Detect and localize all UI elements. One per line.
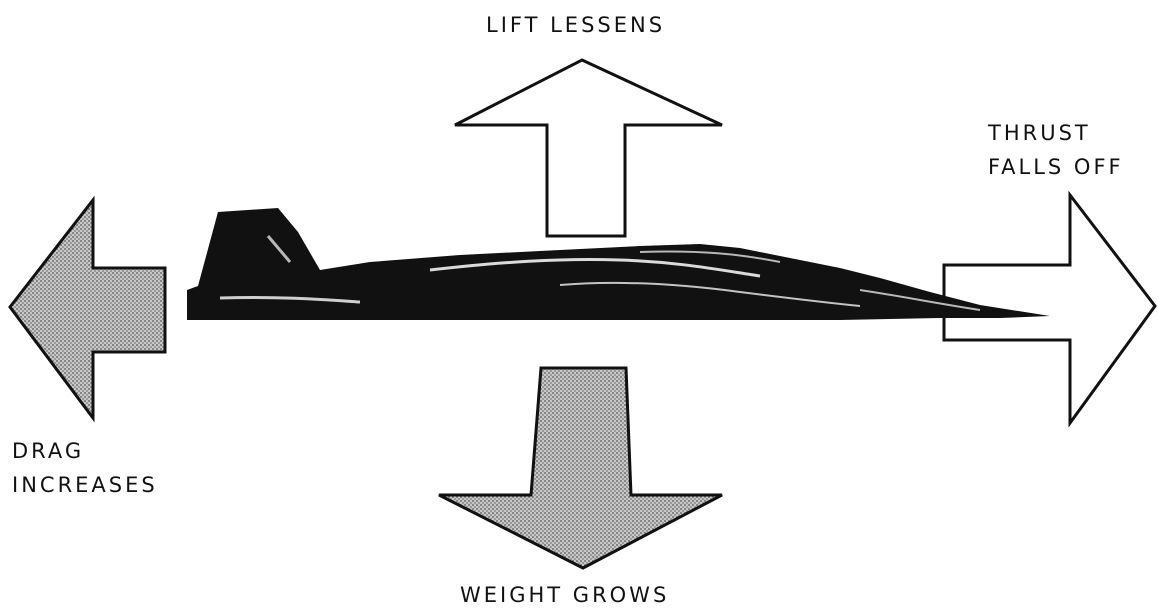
thrust-label-line1: THRUST (988, 118, 1091, 148)
drag-arrow (10, 200, 165, 418)
weight-label: WEIGHT GROWS (460, 580, 669, 610)
lift-arrow (455, 60, 722, 236)
thrust-label-line2: FALLS OFF (988, 152, 1124, 182)
lift-label: LIFT LESSENS (486, 10, 665, 40)
drag-label-line1: DRAG (12, 436, 84, 466)
drag-label-line2: INCREASES (12, 470, 158, 500)
weight-arrow (439, 368, 722, 568)
